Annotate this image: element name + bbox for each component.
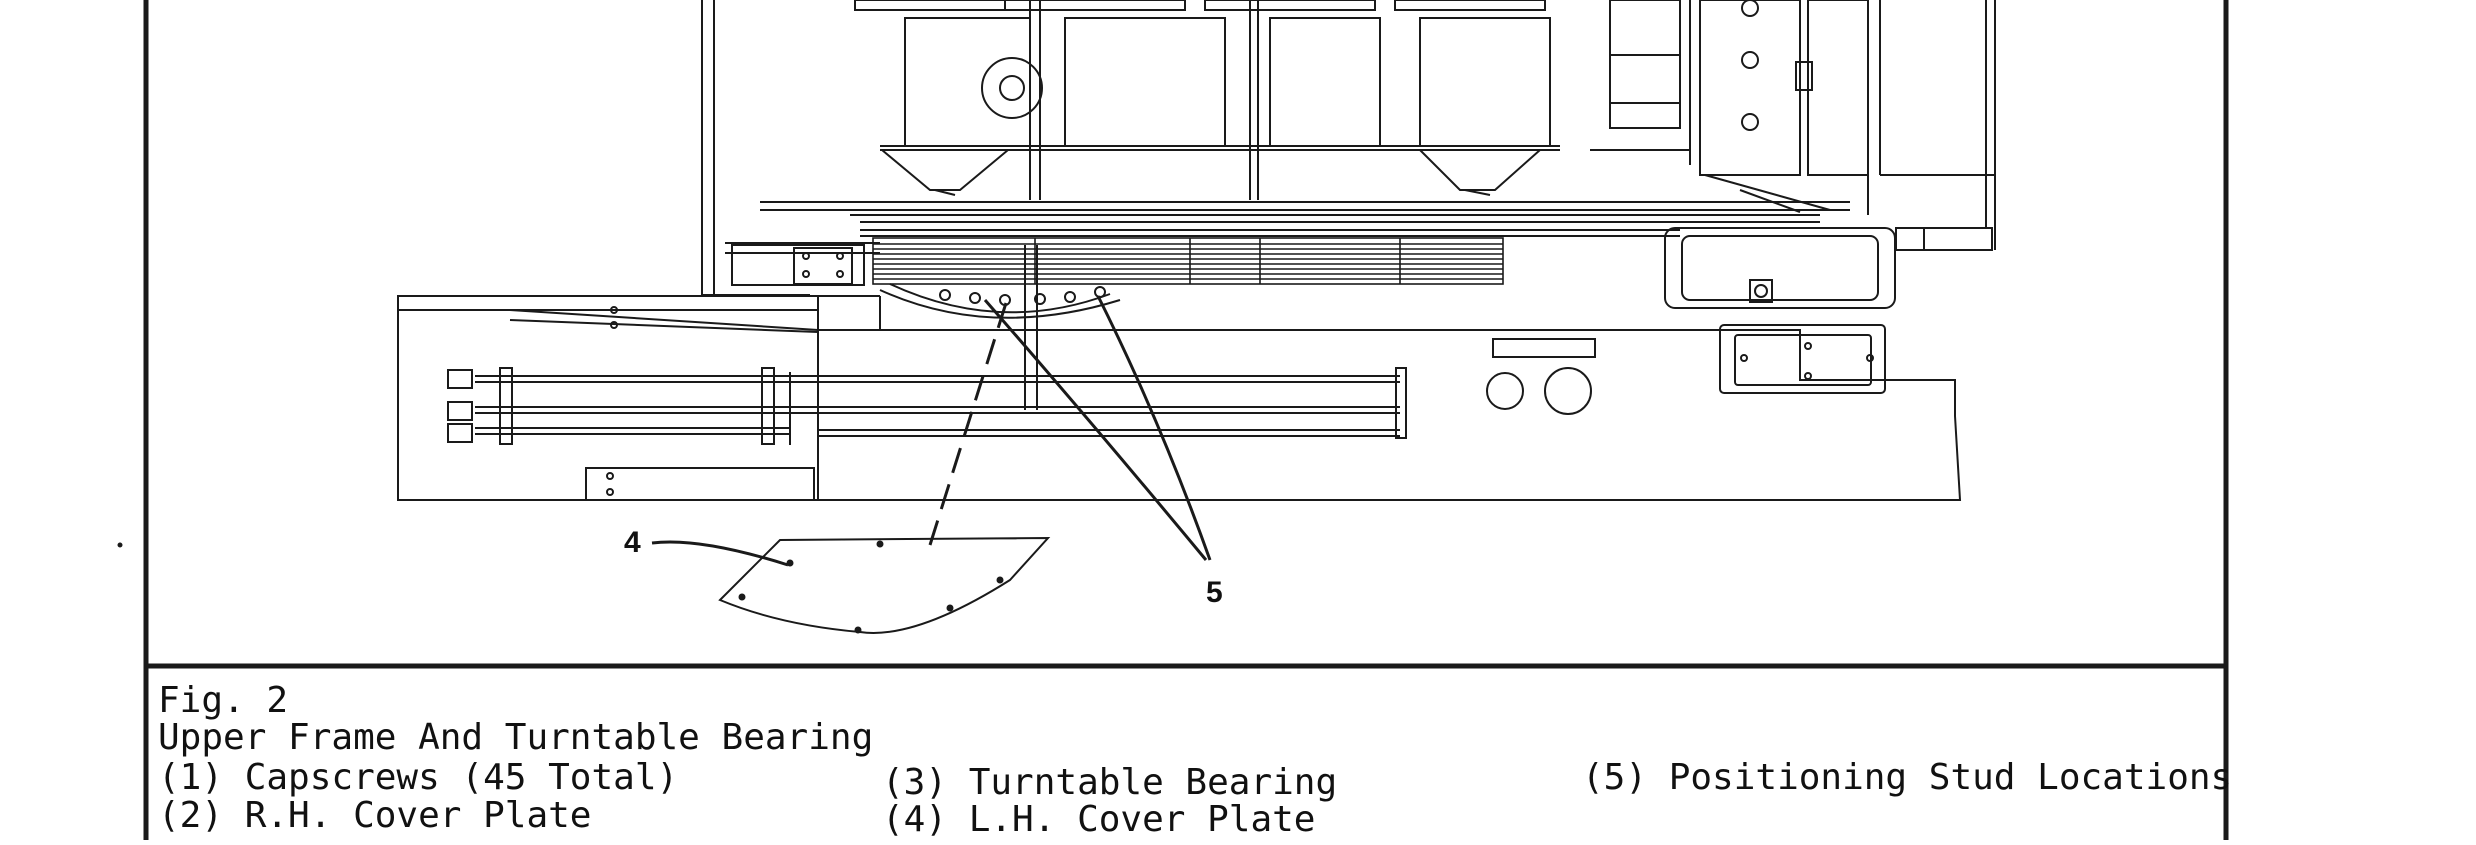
fig-title: Upper Frame And Turntable Bearing xyxy=(158,717,874,758)
upper-frame xyxy=(701,0,1996,296)
leader-5b xyxy=(1096,295,1212,561)
fig-label: Fig. 2 xyxy=(158,680,289,721)
legend-item-3: (3) Turntable Bearing xyxy=(882,762,1338,803)
left-bracket xyxy=(731,244,865,286)
frame-rails xyxy=(725,201,1850,254)
callout-4: 4 xyxy=(624,526,641,559)
legend-item-5: (5) Positioning Stud Locations xyxy=(1582,757,2233,798)
tie-rods xyxy=(447,367,1407,445)
right-block xyxy=(1664,227,1896,309)
bearing-stripes xyxy=(872,237,1504,285)
legend-item-2: (2) R.H. Cover Plate xyxy=(158,795,592,836)
legend-item-4: (4) L.H. Cover Plate xyxy=(882,799,1316,840)
callout-5: 5 xyxy=(1206,576,1223,609)
legend-item-1: (1) Capscrews (45 Total) xyxy=(158,757,679,798)
figure-border xyxy=(143,0,2229,845)
engine-block xyxy=(1590,0,1831,213)
leader-3-dashed xyxy=(928,302,1008,546)
leader-lines xyxy=(651,295,1212,567)
lh-cover-plate xyxy=(718,536,1051,634)
lower-chassis xyxy=(397,295,1962,501)
cylinder-stacks xyxy=(854,0,1560,200)
leader-4 xyxy=(651,540,789,567)
stray-dot xyxy=(117,542,123,548)
leader-5a xyxy=(983,299,1208,561)
small-plate xyxy=(585,306,815,501)
